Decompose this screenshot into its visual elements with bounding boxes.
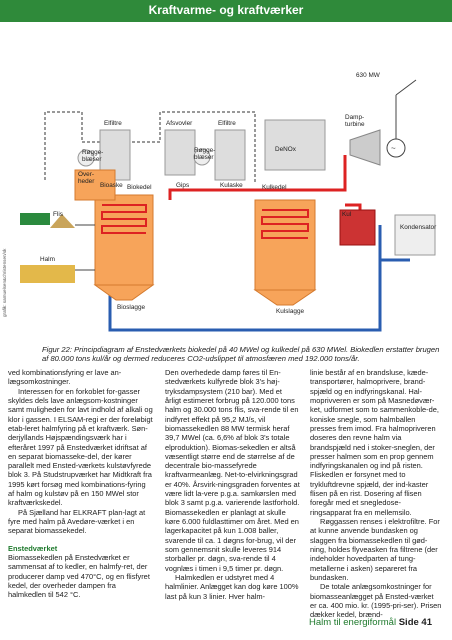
blower-icon-2: [193, 148, 211, 166]
halm-bales: [20, 265, 75, 283]
paragraph: Røggassen renses i elektrofiltre. For at…: [310, 517, 440, 582]
flue-gas-line: [44, 111, 256, 182]
kulslagge-label: Kulslagge: [276, 308, 305, 315]
biokedel-label: Biokedel: [127, 184, 152, 191]
blower-label-2: Røgge- blæser: [194, 147, 216, 161]
coal-boiler-coil: [261, 209, 309, 239]
text-column-1: ved kombinationsfyring er lave an-lægsom…: [8, 368, 153, 600]
kondensator-box: [394, 214, 436, 256]
elfilter-box-2: [214, 129, 246, 181]
process-diagram: ~: [20, 79, 436, 332]
turbine-icon: [349, 129, 381, 166]
paragraph: Halmkedlen er udstyret med 4 halmlinier.…: [165, 572, 299, 601]
afsvovler-label: Afsvovler: [166, 120, 193, 127]
afsvovler-box: [164, 129, 196, 176]
halm-label: Halm: [40, 256, 55, 263]
overheater-label: Over- heder: [78, 171, 95, 185]
footer-text: Halm til energiformål: [308, 617, 397, 628]
gips-label: Gips: [176, 182, 190, 189]
paragraph: På Sjælland har ELKRAFT plan-lagt at fyr…: [8, 507, 146, 536]
paragraph: ved kombinationsfyring er lave an-lægsom…: [8, 368, 122, 387]
text-column-3: linie består af en brandsluse, kæde-tran…: [310, 368, 442, 619]
graphic-credit: grafik: samuelsen&christensen/sk: [2, 248, 7, 317]
elfiltre-label-1: Elfiltre: [104, 120, 122, 127]
coal-boiler-body: [254, 199, 316, 291]
coal-mill: [339, 209, 376, 246]
paragraph: Den overhedede damp føres til En-stedvær…: [165, 368, 300, 573]
capacity-label: 630 MW: [356, 72, 380, 79]
steam-line-red: [168, 155, 347, 200]
section-heading: Enstedværket: [8, 543, 58, 553]
page-footer: Halm til energiformål Side 41: [309, 617, 432, 628]
paragraph: linie består af en brandsluse, kæde-tran…: [310, 368, 439, 517]
kul-label: Kul: [342, 211, 352, 218]
elfiltre-label-2: Elfiltre: [218, 120, 236, 127]
bio-boiler-body: [94, 194, 154, 286]
kulaske-label: Kulaske: [220, 182, 243, 189]
flis-truck: [20, 213, 50, 225]
bio-boiler-hopper: [93, 284, 155, 301]
paragraph: Interessen for en forkoblet for-gasser s…: [8, 386, 153, 508]
page-number: Side 41: [398, 617, 432, 628]
overheater-box: [74, 169, 116, 201]
page-title: Kraftvarme- og kraftværker: [148, 3, 304, 17]
text-column-2: Den overhedede damp føres til En-stedvær…: [165, 368, 300, 601]
svg-text:~: ~: [391, 144, 396, 153]
flis-label: Flis: [53, 211, 63, 218]
caption-text: Figur 22: Principdiagram af Enstedværket…: [42, 345, 440, 364]
generator-icon: [386, 138, 406, 158]
kulkedel-label: Kulkedel: [262, 184, 287, 191]
blower-icon-1: [77, 149, 95, 167]
water-line-blue: [108, 225, 382, 332]
paragraph: De totale anlægsomkostninger for biomass…: [310, 582, 442, 620]
bio-boiler-coil: [101, 204, 147, 234]
denox-box: [264, 119, 326, 171]
header-bar: [0, 0, 452, 22]
paragraph: Biomassekedlen på Enstedværket er sammen…: [8, 552, 150, 600]
coal-boiler-hopper: [253, 289, 317, 306]
denox-label: DeNOx: [275, 146, 296, 153]
figure-caption: Figur 22: Principdiagram af Enstedværket…: [42, 345, 442, 364]
turbine-label: Damp- turbine: [345, 114, 365, 128]
bioslagge-label: Bioslagge: [117, 304, 146, 311]
flis-pile: [50, 214, 75, 228]
blower-label-1: Røgge- blæser: [82, 149, 104, 163]
kondensator-label: Kondensator: [400, 224, 437, 231]
bioaske-label: Bioaske: [100, 182, 123, 189]
